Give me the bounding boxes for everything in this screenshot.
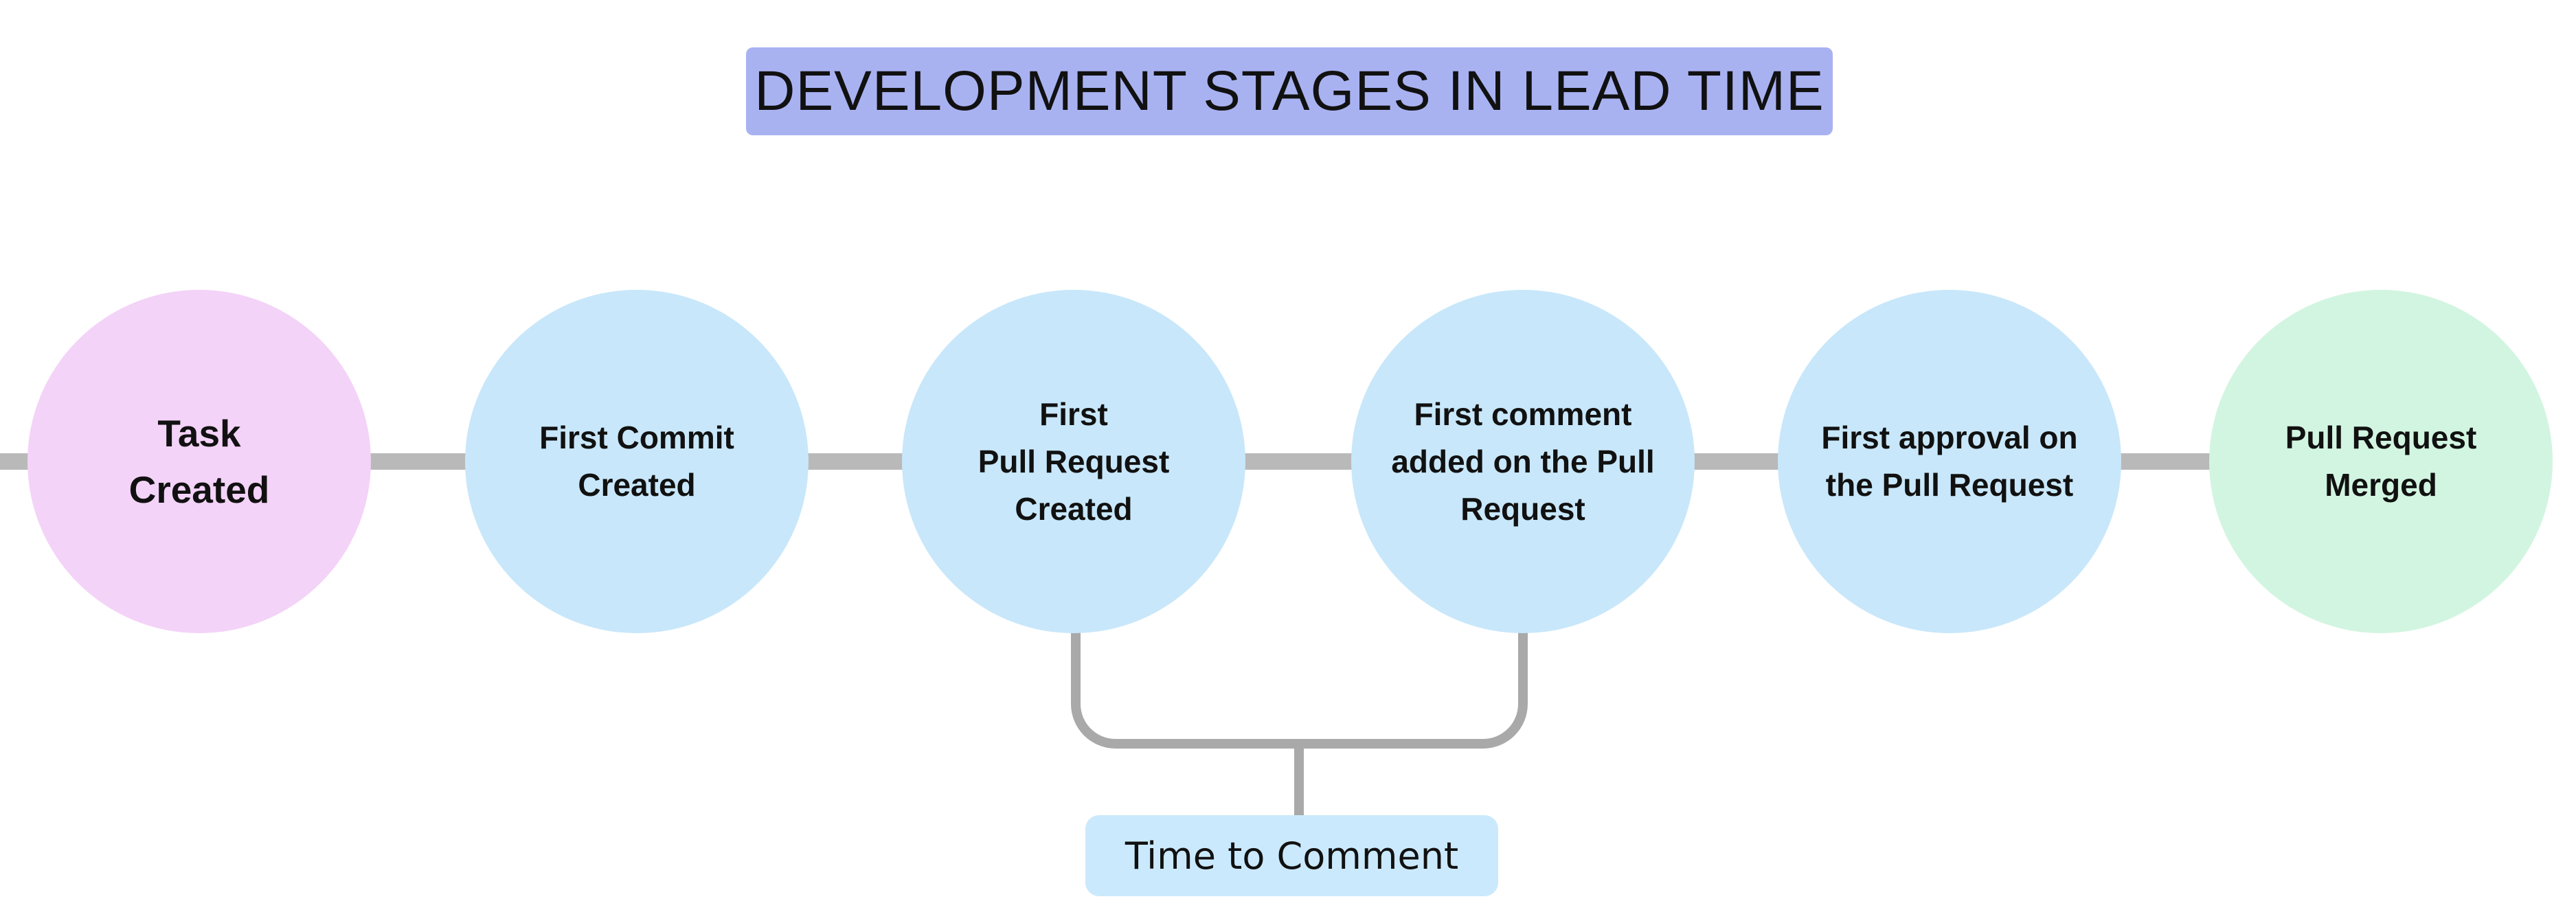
diagram-title: DEVELOPMENT STAGES IN LEAD TIME [746,47,1833,135]
stage-circle-pull-request-merged: Pull Request Merged [2209,290,2553,633]
stage-label-first-comment-added: First comment added on the Pull Request [1391,396,1655,527]
stage-label-pull-request-merged: Pull Request Merged [2285,420,2477,503]
stage-circle-first-comment-added: First comment added on the Pull Request [1351,290,1695,633]
stage-circle-first-approval: First approval on the Pull Request [1778,290,2121,633]
stage-label-first-pull-request-created: First Pull Request Created [978,396,1170,527]
stage-circle-task-created: Task Created [27,290,371,633]
stage-label-task-created: Task Created [128,411,270,512]
stage-label-first-commit-created: First Commit Created [539,420,734,503]
stage-circle-first-pull-request-created: First Pull Request Created [902,290,1245,633]
stage-circle-first-commit-created: First Commit Created [465,290,809,633]
time-to-comment-label: Time to Comment [1085,815,1498,896]
time-to-comment-bracket-stem [1294,749,1304,815]
time-to-comment-bracket [1071,629,1528,749]
stage-label-first-approval: First approval on the Pull Request [1821,420,2078,503]
